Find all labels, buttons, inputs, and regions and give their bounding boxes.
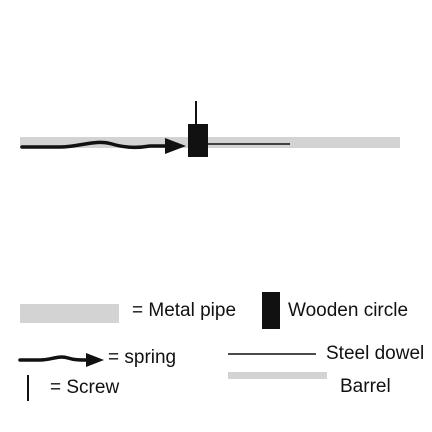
assembly-wooden-circle <box>188 124 208 157</box>
legend-screw-label: = Screw <box>50 377 119 398</box>
assembly-spring <box>20 140 170 150</box>
legend-spring-tip-icon <box>86 353 104 367</box>
assembly <box>20 101 400 157</box>
legend: = Metal pipe Wooden circle = spring Stee… <box>18 292 424 401</box>
assembly-barrel <box>20 137 400 148</box>
legend-spring-label: = spring <box>108 347 176 368</box>
legend-barrel-swatch <box>228 372 327 379</box>
legend-wooden-circle-label: Wooden circle <box>288 300 408 321</box>
legend-barrel-label: Barrel <box>340 376 391 397</box>
legend-wooden-circle-swatch <box>262 292 280 329</box>
assembly-spring-tip <box>165 138 186 154</box>
legend-steel-dowel-label: Steel dowel <box>326 343 424 364</box>
legend-metal-pipe-swatch <box>20 304 119 323</box>
legend-spring-icon <box>18 355 90 362</box>
legend-metal-pipe-label: = Metal pipe <box>132 300 236 321</box>
